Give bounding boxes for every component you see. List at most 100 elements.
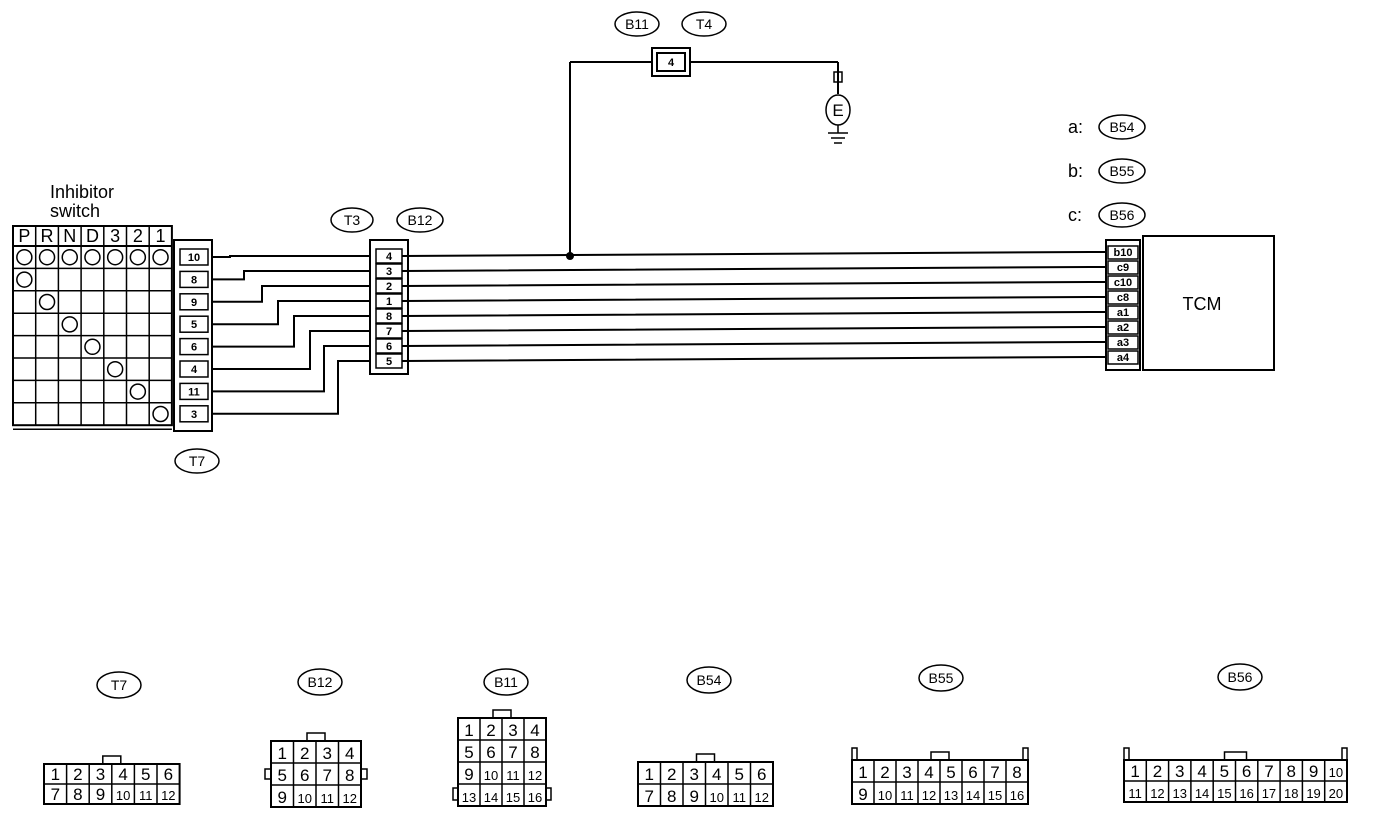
ground-connector-pin: 4 [668, 57, 675, 69]
connector-view-pin: 7 [508, 743, 517, 762]
connector-view-pin: 11 [1128, 786, 1142, 801]
connector-view-pin: 1 [645, 765, 654, 784]
connector-view-tag-label: B56 [1228, 669, 1253, 685]
connector-view-pin: 2 [300, 744, 309, 763]
connector-view-pin: 2 [73, 765, 82, 784]
connector-view-tag [483, 668, 529, 696]
junction-pin-label: 1 [386, 296, 392, 308]
ground-label: E [832, 101, 843, 120]
inhibitor-switch-label-2: switch [50, 201, 100, 221]
switch-contact [106, 360, 124, 378]
connector-view-pin: 14 [484, 790, 498, 805]
inhibitor-switch-label-1: Inhibitor [50, 182, 114, 202]
shift-position-label: D [86, 226, 99, 246]
connector-tag-t4-label: T4 [696, 16, 713, 32]
connector-view-pin: 1 [1130, 762, 1139, 781]
connector-view-pin: 5 [1220, 762, 1229, 781]
connector-view-tag [297, 668, 343, 696]
connector-view-pin: 2 [486, 721, 495, 740]
connector-view-pin: 3 [96, 765, 105, 784]
connector-view-pin: 20 [1329, 786, 1343, 801]
connector-tag-b12 [396, 207, 444, 233]
connector-view-tag [686, 666, 732, 694]
tcm-pin-label: a2 [1117, 322, 1129, 334]
connector-view-pin: 7 [323, 766, 332, 785]
connector-view-tag-label: B55 [929, 670, 954, 686]
switch-contact [84, 248, 101, 266]
connector-tag-b12-label: B12 [408, 212, 433, 228]
connector-view-pin: 5 [464, 743, 473, 762]
connector-view-pin: 12 [1150, 786, 1164, 801]
connector-view-pin: 6 [968, 763, 977, 782]
junction-pin-label: 4 [386, 251, 393, 263]
legend-connector-tag [1098, 114, 1146, 140]
shift-position-label: 2 [133, 226, 143, 246]
connector-tag-b11-label: B11 [625, 16, 649, 32]
legend-key: c: [1068, 205, 1082, 225]
connector-view-pin: 6 [164, 765, 173, 784]
connector-view-pin: 3 [1175, 762, 1184, 781]
switch-contact [84, 338, 101, 356]
connector-view-pin: 9 [1309, 762, 1318, 781]
tcm-pin-label: a1 [1117, 307, 1129, 319]
tcm-pin-label: c9 [1117, 262, 1129, 274]
connector-view-tag [96, 671, 142, 699]
shift-position-label: 1 [156, 226, 166, 246]
connector-view-pin: 10 [1329, 765, 1343, 780]
connector-view-pin: 10 [298, 791, 312, 806]
connector-view-pin: 11 [900, 788, 914, 803]
shift-position-label: R [41, 226, 54, 246]
connector-view-pin: 8 [73, 785, 82, 804]
connector-view-pin: 7 [1264, 762, 1273, 781]
connector-view-pin: 1 [464, 721, 473, 740]
inhibitor-pin-label: 11 [188, 386, 200, 398]
inhibitor-pin-label: 10 [188, 252, 200, 264]
connector-view-pin: 15 [506, 790, 520, 805]
connector-view-tag-label: B12 [308, 674, 333, 690]
connector-view-pin: 11 [139, 788, 153, 803]
connector-view-pin: 5 [278, 766, 287, 785]
switch-contact [129, 248, 147, 266]
connector-view-pin: 8 [345, 766, 354, 785]
connector-view-pin: 9 [858, 785, 867, 804]
connector-view-pin: 19 [1306, 786, 1320, 801]
connector-tag-t7-label: T7 [189, 453, 206, 469]
connector-view-tag-label: B11 [494, 674, 518, 690]
connector-view-pin: 9 [278, 788, 287, 807]
connector-view-pin: 10 [116, 788, 130, 803]
connector-view-pin: 4 [1197, 762, 1206, 781]
junction-pin-label: 6 [386, 341, 392, 353]
shift-position-label: 3 [110, 226, 120, 246]
connector-view-pin: 6 [757, 765, 766, 784]
legend-connector-label: B55 [1110, 163, 1135, 179]
legend-key: a: [1068, 117, 1083, 137]
connector-view-pin: 1 [858, 763, 867, 782]
connector-view-pin: 13 [944, 788, 958, 803]
tcm-box [1142, 235, 1275, 371]
tcm-pin-label: a4 [1117, 352, 1130, 364]
connector-tag-t4 [681, 11, 727, 37]
switch-contact [106, 248, 124, 266]
connector-view-pin: 9 [96, 785, 105, 804]
switch-contact [38, 293, 56, 311]
connector-view-pin: 3 [508, 721, 517, 740]
connector-view-pin: 18 [1284, 786, 1298, 801]
connector-view-pin: 5 [946, 763, 955, 782]
connector-view-pin: 15 [988, 788, 1002, 803]
tcm-label: TCM [1183, 294, 1222, 314]
connector-view-pin: 10 [484, 768, 498, 783]
connector-view-pin: 6 [300, 766, 309, 785]
tcm-pin-label: c10 [1114, 277, 1132, 289]
switch-contact [61, 316, 78, 333]
junction-pin-label: 2 [386, 281, 392, 293]
connector-view-tag [1217, 663, 1263, 691]
connector-view-pin: 4 [924, 763, 933, 782]
harness-wires-right [401, 251, 1108, 362]
inhibitor-pin-label: 3 [191, 409, 197, 421]
